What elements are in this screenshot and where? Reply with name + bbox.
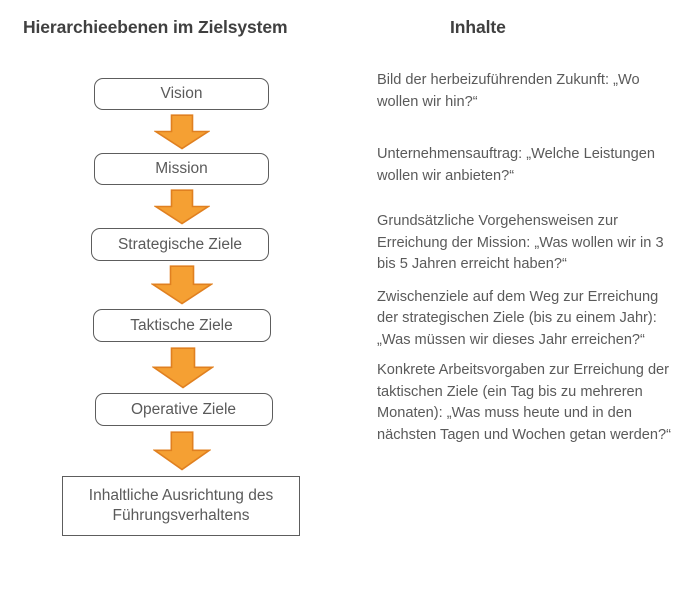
arrow-strategische-to-taktische-ziele: [4, 265, 360, 305]
content-paragraph-strategische-ziele: Grundsätzliche Vorgehensweisen zur Errei…: [377, 213, 664, 272]
arrow-operative-ziele-to-inhaltliche-ausrichtung: [4, 431, 360, 471]
flow-row-vision: Vision: [0, 78, 360, 110]
hierarchy-box-inhaltliche-ausrichtung[interactable]: Inhaltliche Ausrichtung des Führungsverh…: [62, 476, 300, 536]
hierarchy-box-vision[interactable]: Vision: [94, 78, 269, 110]
spacer: [377, 187, 673, 211]
content-paragraph-taktische-ziele: Zwischenziele auf dem Weg zur Erreichung…: [377, 288, 659, 348]
arrow-taktische-to-operative-ziele: [5, 347, 360, 389]
spacer: [377, 113, 673, 144]
flow-row-inhaltliche-ausrichtung: Inhaltliche Ausrichtung des Führungsverh…: [0, 476, 360, 536]
hierarchy-box-strategische-ziele[interactable]: Strategische Ziele: [91, 228, 269, 261]
hierarchy-box-taktische-ziele[interactable]: Taktische Ziele: [92, 309, 271, 342]
content-paragraph-vision: Bild der herbeizuführenden Zukunft: „Wo …: [377, 72, 640, 110]
arrow-mission-to-strategische-ziele: [3, 189, 360, 225]
flow-row-taktische-ziele: Taktische Ziele: [0, 309, 360, 342]
hierarchy-box-mission[interactable]: Mission: [94, 153, 269, 185]
page-title-contents: Inhalte: [450, 17, 506, 37]
arrow-vision-to-mission: [3, 114, 360, 150]
flow-row-strategische-ziele: Strategische Ziele: [0, 228, 360, 261]
page-title-hierarchy-levels: Hierarchieebenen im Zielsystem: [23, 17, 288, 37]
flow-row-operative-ziele: Operative Ziele: [0, 393, 360, 426]
content-paragraph-operative-ziele: Konkrete Arbeitsvorgaben zur Erreichung …: [377, 362, 671, 443]
spacer: [377, 276, 673, 287]
content-paragraph-mission: Unternehmensauftrag: „Welche Leistungen …: [377, 146, 655, 184]
contents-column: Bild der herbeizuführenden Zukunft: „Wo …: [377, 70, 673, 446]
spacer: [377, 351, 673, 360]
flow-row-mission: Mission: [0, 153, 360, 185]
hierarchy-flowchart: Vision Mission Strategische Ziele Taktis…: [0, 78, 360, 536]
hierarchy-box-operative-ziele[interactable]: Operative Ziele: [94, 393, 273, 426]
